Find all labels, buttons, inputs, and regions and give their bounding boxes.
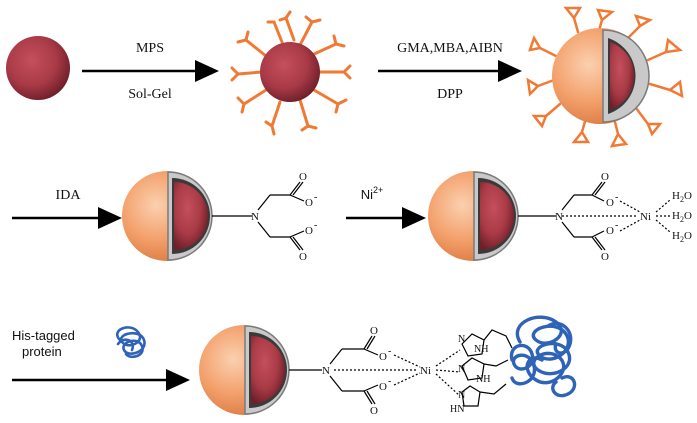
step2-top-label: GMA,MBA,AIBN bbox=[397, 41, 503, 56]
ni-ida-o4: O bbox=[601, 251, 609, 263]
step1-top-label: MPS bbox=[136, 41, 164, 56]
step5-label-line2: protein bbox=[22, 344, 62, 359]
ida-particle bbox=[122, 171, 213, 261]
ni-ida-n: N bbox=[555, 211, 563, 223]
ni-ida-minus1: - bbox=[615, 192, 618, 203]
ni-ida-particle bbox=[428, 171, 519, 261]
imid3-hn: HN bbox=[450, 404, 464, 415]
bare-particle bbox=[6, 36, 70, 100]
protein-bound-particle bbox=[199, 325, 290, 415]
final-ni: Ni bbox=[420, 365, 431, 377]
ida-minus1: - bbox=[314, 192, 317, 203]
imid2-nh: NH bbox=[476, 374, 490, 385]
ni-ida-o3: O bbox=[606, 225, 614, 237]
final-minus1: - bbox=[388, 346, 391, 357]
arrow-step1 bbox=[82, 60, 219, 82]
imid1-n: N bbox=[458, 334, 465, 345]
imid2-n: N bbox=[458, 364, 465, 375]
arrow-step5 bbox=[12, 369, 190, 391]
ni-ida-o2: O bbox=[606, 197, 614, 209]
final-n: N bbox=[322, 365, 330, 377]
water-1: H2O bbox=[672, 190, 692, 204]
ida-o1: O bbox=[299, 171, 307, 183]
water-3: H2O bbox=[672, 230, 692, 244]
water-2: H2O bbox=[672, 210, 692, 224]
step5-label-line1: His-tagged bbox=[12, 328, 75, 343]
imid3-n: N bbox=[458, 390, 465, 401]
step3-top-label: IDA bbox=[56, 188, 82, 203]
arrow-step2 bbox=[378, 60, 522, 82]
ida-minus2: - bbox=[314, 220, 317, 231]
arrow-step4 bbox=[346, 207, 426, 229]
step4-top-label: Ni2+ bbox=[361, 185, 384, 202]
final-o3: O bbox=[379, 381, 387, 393]
final-o4: O bbox=[370, 405, 378, 417]
ida-o3: O bbox=[305, 225, 313, 237]
ni-ida-ligand bbox=[518, 181, 671, 251]
arrow-step3 bbox=[12, 207, 122, 229]
ida-n: N bbox=[251, 211, 259, 223]
ida-ligand bbox=[212, 181, 305, 251]
epoxy-ligands bbox=[526, 6, 684, 148]
ni-ida-o1: O bbox=[601, 171, 609, 183]
ida-o2: O bbox=[305, 197, 313, 209]
epoxy-coreshell-particle bbox=[526, 6, 684, 148]
protein-icon-small bbox=[116, 326, 146, 359]
final-o2: O bbox=[379, 351, 387, 363]
step2-bottom-label: DPP bbox=[437, 87, 463, 102]
final-minus2: - bbox=[388, 376, 391, 387]
final-o1: O bbox=[370, 325, 378, 337]
final-ligand bbox=[289, 329, 513, 407]
ida-o4: O bbox=[299, 251, 307, 263]
mps-particle bbox=[230, 10, 352, 136]
mps-ligands bbox=[230, 10, 352, 136]
imid1-nh: NH bbox=[474, 344, 488, 355]
ni-ida-minus2: - bbox=[615, 220, 618, 231]
protein-icon-large bbox=[509, 315, 577, 398]
ni-ida-ni: Ni bbox=[640, 211, 651, 223]
step1-bottom-label: Sol-Gel bbox=[128, 87, 172, 102]
